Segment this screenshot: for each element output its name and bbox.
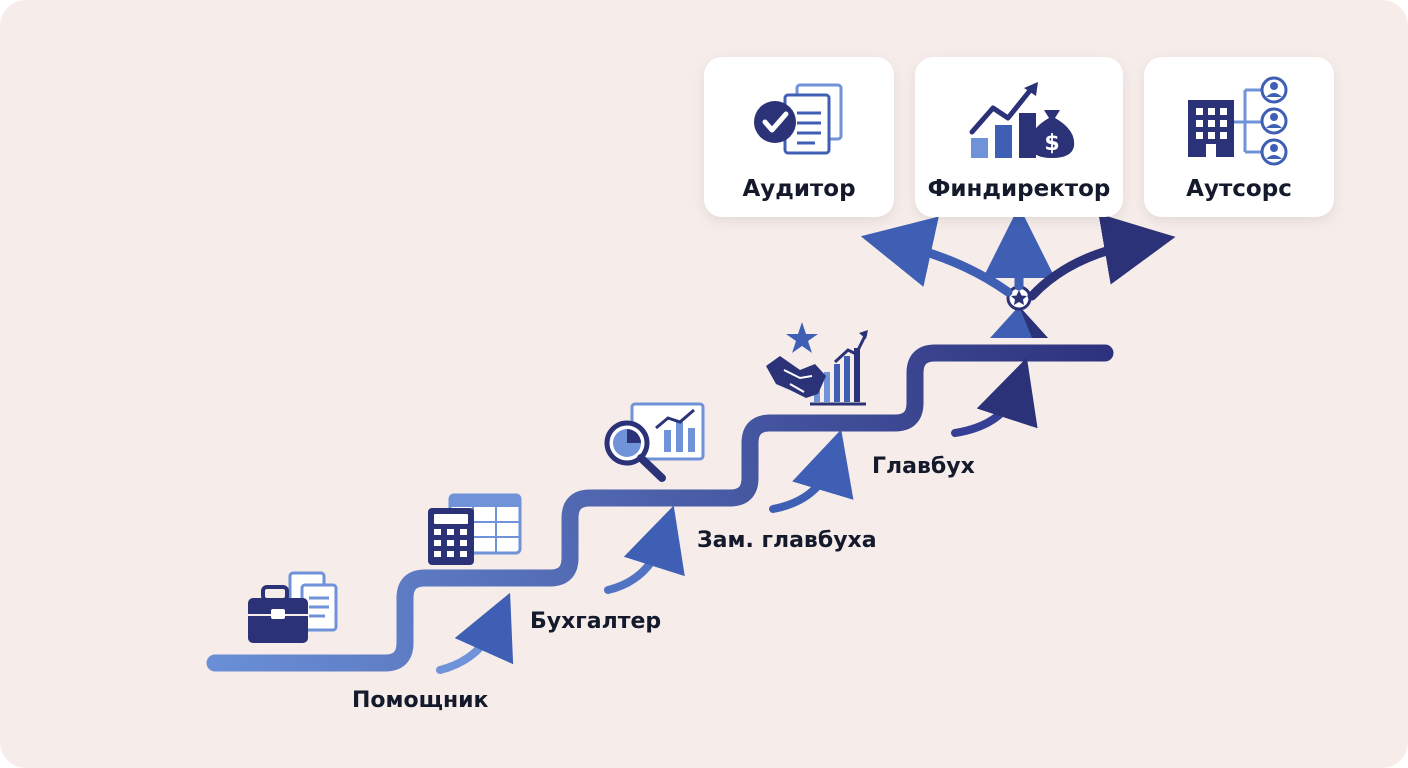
handshake-growth-icon: [766, 322, 868, 406]
calculator-spreadsheet-icon: [428, 493, 522, 565]
career-card-cfo: $ Финдиректор: [915, 57, 1123, 217]
step-label-accountant: Бухгалтер: [530, 609, 661, 634]
career-label-auditor: Аудитор: [742, 176, 855, 202]
step-label-deputy-chief-accountant: Зам. главбуха: [697, 528, 877, 553]
step-label-assistant: Помощник: [352, 688, 489, 713]
magnifier-analytics-icon: [604, 402, 705, 482]
step-arrows: [436, 357, 1038, 674]
company-clients-icon: [1188, 76, 1288, 166]
svg-text:$: $: [1044, 131, 1059, 156]
step-arrow-2: [604, 505, 685, 594]
finance-growth-icon: $: [969, 82, 1075, 158]
career-label-outsource: Аутсорс: [1186, 176, 1292, 202]
branch-arrow-outsource: [1027, 213, 1176, 301]
step-arrow-3: [769, 429, 854, 513]
career-label-cfo: Финдиректор: [928, 176, 1111, 202]
branch-arrow-auditor: [860, 216, 1013, 297]
audit-checklist-icon: [754, 83, 843, 155]
career-staircase-path: [206, 344, 1114, 672]
step-arrow-1: [436, 592, 514, 674]
briefcase-documents-icon: [248, 571, 338, 643]
step-label-chief-accountant: Главбух: [872, 454, 975, 479]
step-arrow-4: [951, 357, 1038, 437]
career-card-outsource: Аутсорс: [1144, 57, 1334, 217]
career-branch-arrows: [860, 206, 1176, 301]
career-card-auditor: Аудитор: [704, 57, 894, 217]
